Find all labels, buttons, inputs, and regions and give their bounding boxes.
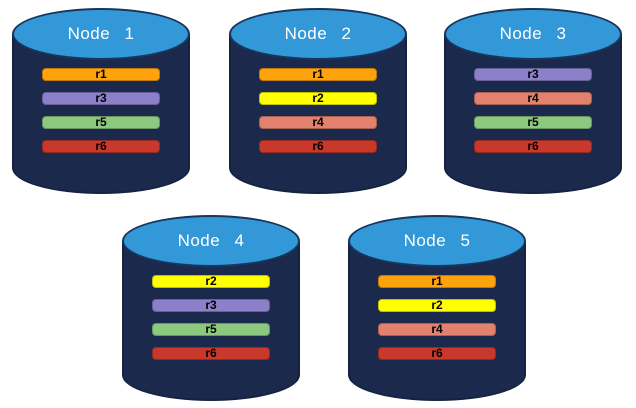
replica-bar-r6: r6 [152,347,270,360]
database-node-2: Node 2 r1 r2 r4 r6 [229,8,407,194]
replica-label: r3 [527,67,539,81]
replica-bar-r3: r3 [474,68,592,81]
replica-bar-r6: r6 [259,140,377,153]
node-title: Node 1 [67,24,135,43]
replica-label: r5 [527,115,539,129]
database-node-3: Node 3 r3 r4 r5 r6 [444,8,622,194]
database-node-4: Node 4 r2 r3 r5 r6 [122,215,300,401]
replica-bar-list: r1 r2 r4 r6 [259,68,377,153]
replica-label: r2 [312,91,324,105]
replica-label: r3 [205,298,217,312]
replica-bar-r6: r6 [42,140,160,153]
replica-label: r6 [95,139,107,153]
replica-bar-r4: r4 [259,116,377,129]
database-node-1: Node 1 r1 r3 r5 r6 [12,8,190,194]
replica-label: r1 [312,67,324,81]
cylinder-top-ellipse: Node 5 [348,215,526,267]
cylinder-body [348,241,526,401]
replica-label: r6 [431,346,443,360]
replica-label: r5 [95,115,107,129]
replica-bar-r5: r5 [42,116,160,129]
replica-bar-list: r1 r2 r4 r6 [378,275,496,360]
replica-label: r4 [312,115,324,129]
cylinder-body [229,34,407,194]
replica-label: r4 [527,91,539,105]
cylinder-body [122,241,300,401]
replica-bar-r5: r5 [474,116,592,129]
replica-label: r6 [205,346,217,360]
replica-bar-r2: r2 [259,92,377,105]
replica-bar-r1: r1 [378,275,496,288]
node-title: Node 5 [403,231,471,250]
replica-label: r4 [431,322,443,336]
replica-bar-r6: r6 [474,140,592,153]
replica-bar-r4: r4 [474,92,592,105]
replica-label: r6 [527,139,539,153]
replica-label: r1 [95,67,107,81]
replica-bar-list: r1 r3 r5 r6 [42,68,160,153]
replica-label: r1 [431,274,443,288]
replica-bar-r4: r4 [378,323,496,336]
replica-bar-r3: r3 [42,92,160,105]
replica-bar-list: r2 r3 r5 r6 [152,275,270,360]
replica-bar-list: r3 r4 r5 r6 [474,68,592,153]
replica-bar-r1: r1 [42,68,160,81]
cylinder-body [444,34,622,194]
replica-label: r5 [205,322,217,336]
node-title: Node 3 [499,24,567,43]
replica-label: r2 [431,298,443,312]
replica-bar-r6: r6 [378,347,496,360]
replica-bar-r3: r3 [152,299,270,312]
replica-bar-r2: r2 [378,299,496,312]
replica-bar-r2: r2 [152,275,270,288]
replica-bar-r1: r1 [259,68,377,81]
replica-label: r2 [205,274,217,288]
replica-bar-r5: r5 [152,323,270,336]
cylinder-top-ellipse: Node 3 [444,8,622,60]
database-node-5: Node 5 r1 r2 r4 r6 [348,215,526,401]
cylinder-top-ellipse: Node 4 [122,215,300,267]
replica-label: r6 [312,139,324,153]
node-title: Node 4 [177,231,245,250]
cylinder-top-ellipse: Node 2 [229,8,407,60]
node-title: Node 2 [284,24,352,43]
cylinder-top-ellipse: Node 1 [12,8,190,60]
replica-label: r3 [95,91,107,105]
